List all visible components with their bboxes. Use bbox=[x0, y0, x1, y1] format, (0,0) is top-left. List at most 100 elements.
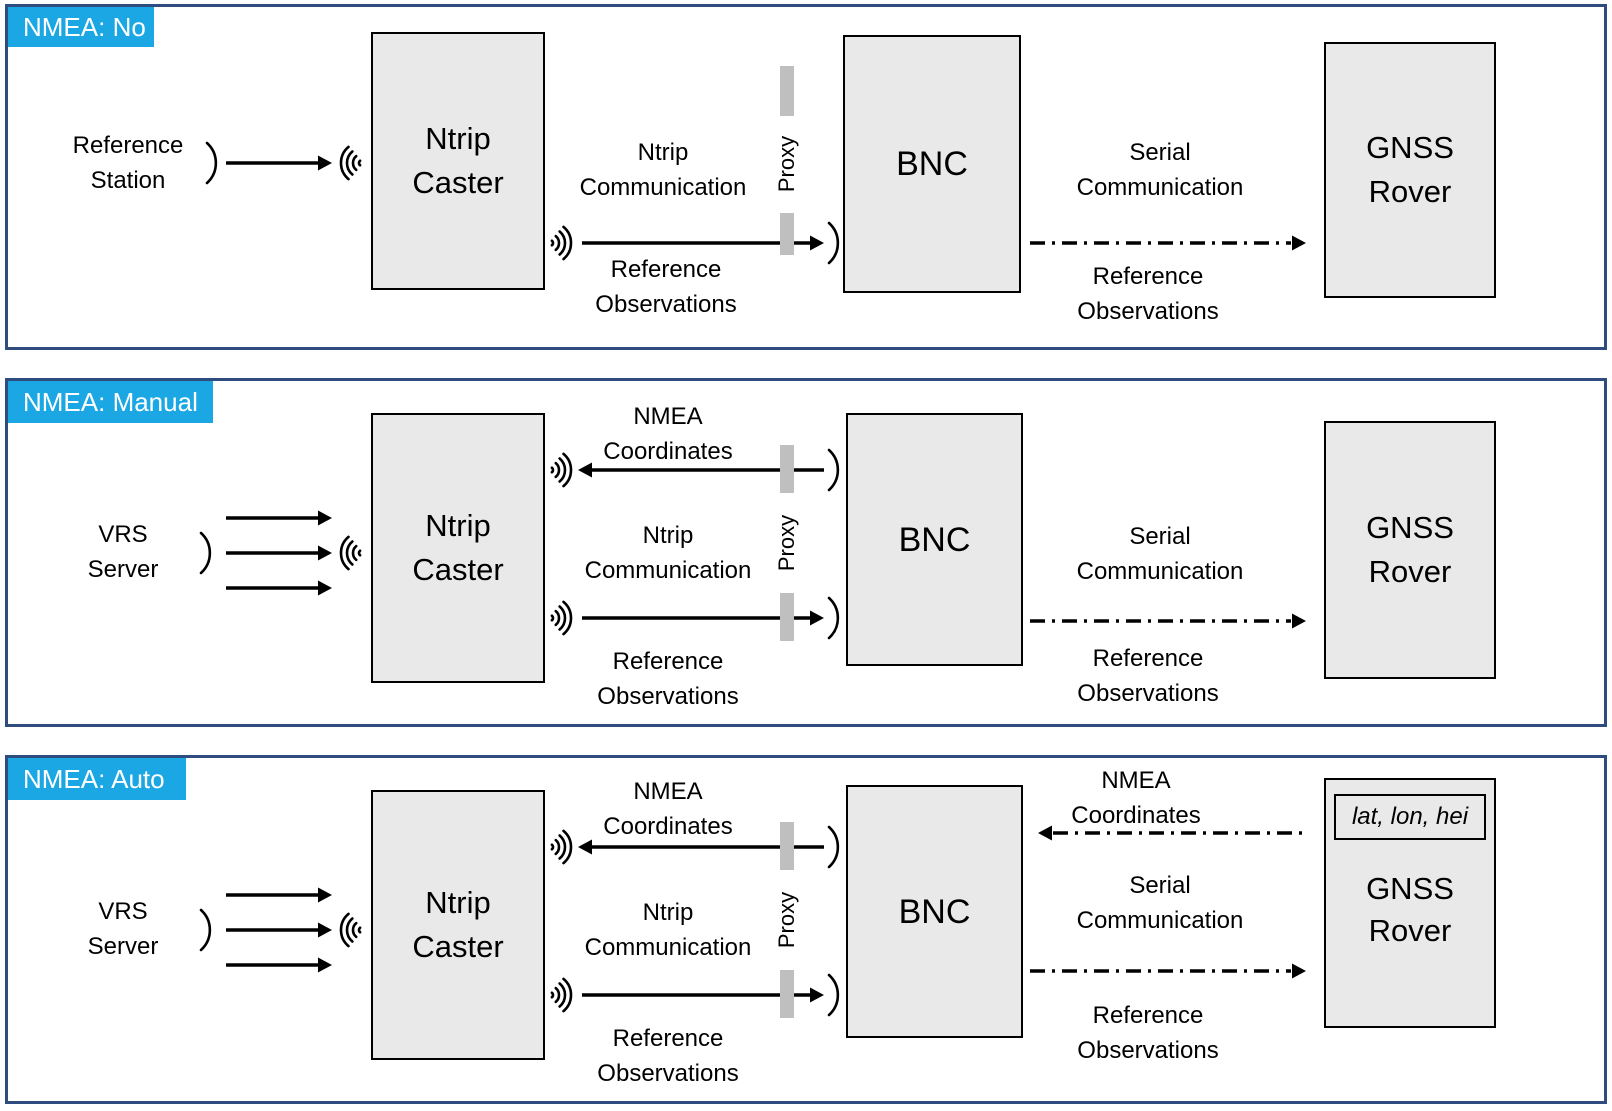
gnss-rover-box: GNSS Rover bbox=[1324, 421, 1496, 679]
reference-observations-arrow bbox=[582, 235, 824, 251]
serial-communication-label: Serial Communication bbox=[1050, 868, 1270, 938]
gnss-rover-label-line2: Rover bbox=[1368, 913, 1452, 948]
source-label-line1: VRS bbox=[98, 521, 148, 548]
reference-observations-right-line1: Reference bbox=[1092, 645, 1204, 672]
serial-communication-label: Serial Communication bbox=[1050, 135, 1270, 205]
reference-observations-line2: Observations bbox=[597, 683, 739, 710]
ntrip-communication-line1: Ntrip bbox=[642, 522, 694, 549]
radio-waves-out-icon bbox=[550, 600, 573, 636]
nmea-coordinates-line2: Coordinates bbox=[603, 813, 733, 840]
gnss-rover-box: GNSS Rover bbox=[1324, 42, 1496, 298]
ntrip-caster-box: Ntrip Caster bbox=[371, 413, 545, 683]
reference-observations-arrow bbox=[582, 610, 824, 626]
nmea-coordinates-label: NMEA Coordinates bbox=[553, 774, 783, 844]
nmea-coordinates-line1: NMEA bbox=[633, 403, 703, 430]
serial-communication-line1: Serial bbox=[1129, 139, 1191, 166]
signal-arc-icon bbox=[827, 596, 840, 640]
ntrip-caster-label-line2: Caster bbox=[412, 552, 504, 587]
lat-lon-hei-box: lat, lon, hei bbox=[1334, 794, 1486, 840]
serial-communication-line2: Communication bbox=[1076, 174, 1244, 201]
gnss-rover-box: lat, lon, hei GNSS Rover bbox=[1324, 778, 1496, 1028]
serial-dashdot-arrow bbox=[1030, 613, 1306, 629]
ntrip-communication-line1: Ntrip bbox=[642, 899, 694, 926]
reference-observations-right-label: Reference Observations bbox=[1038, 641, 1258, 711]
nmea-coordinates-right-label: NMEA Coordinates bbox=[1026, 763, 1246, 833]
proxy-label: Proxy bbox=[774, 135, 799, 193]
ntrip-caster-label-line1: Ntrip bbox=[425, 508, 491, 543]
nmea-coordinates-line2: Coordinates bbox=[603, 438, 733, 465]
bnc-label: BNC bbox=[898, 892, 971, 931]
radio-waves-in-icon bbox=[339, 912, 362, 948]
radio-waves-in-icon bbox=[339, 535, 362, 571]
radio-waves-in-icon bbox=[339, 145, 362, 181]
reference-observations-right-line2: Observations bbox=[1077, 298, 1219, 325]
ntrip-caster-label-line2: Caster bbox=[412, 165, 504, 200]
nmea-coordinates-line1: NMEA bbox=[633, 778, 703, 805]
ntrip-communication-line2: Communication bbox=[584, 934, 752, 961]
nmea-mode-badge: NMEA: Manual bbox=[8, 381, 213, 423]
ntrip-communication-label: Ntrip Communication bbox=[558, 895, 778, 965]
triple-flow-arrows bbox=[226, 510, 332, 596]
source-label-line2: Server bbox=[87, 556, 159, 583]
ntrip-communication-line1: Ntrip bbox=[637, 139, 689, 166]
reference-observations-line1: Reference bbox=[612, 648, 724, 675]
reference-observations-label: Reference Observations bbox=[558, 644, 778, 714]
source-label-line2: Station bbox=[90, 167, 166, 194]
signal-arc-icon bbox=[827, 825, 840, 869]
signal-arc-icon bbox=[199, 908, 212, 952]
reference-observations-right-line1: Reference bbox=[1092, 263, 1204, 290]
panel-nmea-manual: NMEA: Manual VRS Server Ntrip Caster NME… bbox=[5, 378, 1607, 727]
radio-waves-out-icon bbox=[550, 452, 573, 488]
triple-flow-arrows bbox=[226, 887, 332, 973]
panel-nmea-auto: NMEA: Auto VRS Server Ntrip Caster NMEA … bbox=[5, 755, 1607, 1104]
serial-communication-label: Serial Communication bbox=[1050, 519, 1270, 589]
reference-observations-line2: Observations bbox=[597, 1060, 739, 1087]
proxy-label: Proxy bbox=[774, 891, 799, 949]
reference-observations-right-label: Reference Observations bbox=[1038, 259, 1258, 329]
reference-observations-label: Reference Observations bbox=[556, 252, 776, 322]
source-label-line1: Reference bbox=[72, 132, 184, 159]
signal-arc-icon bbox=[205, 141, 218, 185]
ntrip-caster-label-line2: Caster bbox=[412, 929, 504, 964]
gnss-rover-label-line1: GNSS bbox=[1366, 871, 1454, 906]
ntrip-communication-label: Ntrip Communication bbox=[558, 518, 778, 588]
proxy-bar-top bbox=[780, 66, 794, 116]
proxy-bar-top bbox=[780, 822, 794, 870]
bnc-label: BNC bbox=[896, 145, 968, 183]
reference-observations-right-label: Reference Observations bbox=[1038, 998, 1258, 1068]
bnc-box: BNC bbox=[846, 785, 1023, 1038]
source-label-line1: VRS bbox=[98, 898, 148, 925]
reference-observations-line2: Observations bbox=[595, 291, 737, 318]
radio-waves-out-icon bbox=[550, 977, 573, 1013]
ntrip-communication-line2: Communication bbox=[579, 174, 747, 201]
nmea-dashdot-arrow bbox=[1038, 825, 1306, 841]
proxy-bar-bottom bbox=[780, 593, 794, 641]
reference-observations-right-line1: Reference bbox=[1092, 1002, 1204, 1029]
reference-observations-label: Reference Observations bbox=[558, 1021, 778, 1091]
proxy-bar-bottom bbox=[780, 213, 794, 255]
bnc-box: BNC bbox=[846, 413, 1023, 666]
gnss-rover-label-line1: GNSS bbox=[1366, 130, 1454, 165]
signal-arc-icon bbox=[827, 973, 840, 1017]
flow-arrow bbox=[226, 155, 332, 171]
serial-communication-line2: Communication bbox=[1076, 907, 1244, 934]
ntrip-caster-label-line1: Ntrip bbox=[425, 885, 491, 920]
signal-arc-icon bbox=[827, 221, 840, 265]
serial-communication-line1: Serial bbox=[1129, 523, 1191, 550]
source-label: VRS Server bbox=[33, 894, 213, 964]
nmea-coordinates-right-line1: NMEA bbox=[1101, 767, 1171, 794]
nmea-coordinates-label: NMEA Coordinates bbox=[553, 399, 783, 469]
ntrip-caster-label-line1: Ntrip bbox=[425, 121, 491, 156]
ntrip-caster-box: Ntrip Caster bbox=[371, 790, 545, 1060]
nmea-mode-badge: NMEA: Auto bbox=[8, 758, 186, 800]
signal-arc-icon bbox=[199, 531, 212, 575]
panel-nmea-no: NMEA: No Reference Station Ntrip Caster … bbox=[5, 4, 1607, 350]
proxy-bar-bottom bbox=[780, 970, 794, 1018]
serial-dashdot-arrow bbox=[1030, 235, 1306, 251]
source-label-line2: Server bbox=[87, 933, 159, 960]
reference-observations-right-line2: Observations bbox=[1077, 680, 1219, 707]
gnss-rover-label-line2: Rover bbox=[1368, 554, 1452, 589]
serial-communication-line1: Serial bbox=[1129, 872, 1191, 899]
source-label: VRS Server bbox=[33, 517, 213, 587]
